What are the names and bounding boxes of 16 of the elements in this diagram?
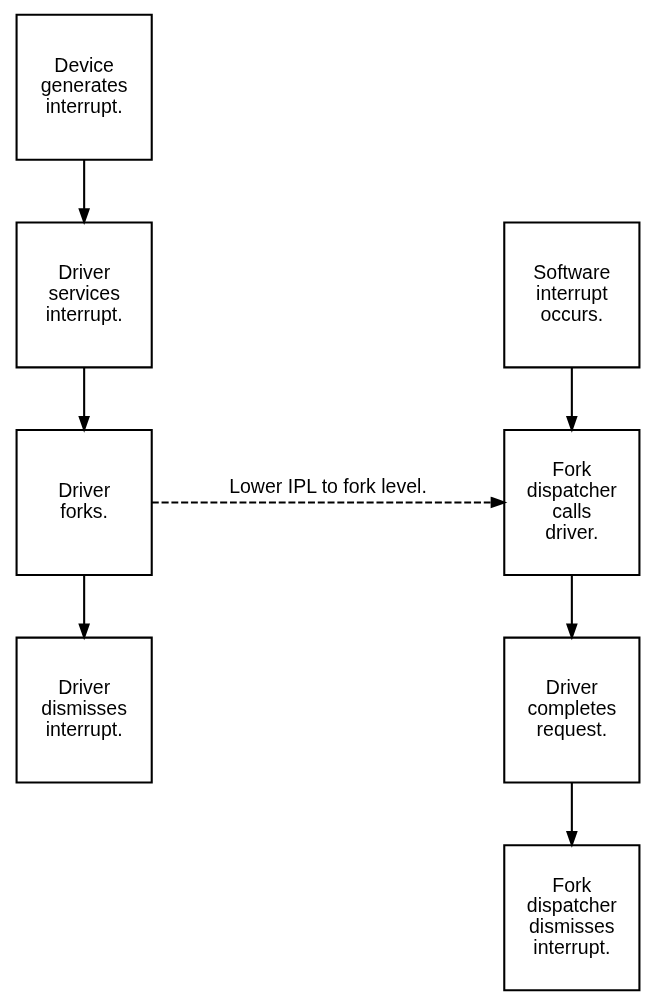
edge-label: Lower IPL to fork level. (229, 474, 427, 497)
node-box: Software interrupt occurs. (503, 220, 641, 368)
arrow (566, 574, 578, 640)
arrow (151, 496, 508, 508)
node-box: Driver completes request. (503, 636, 641, 784)
node-box: Driver services interrupt. (15, 220, 153, 368)
node-box: Driver forks. (15, 428, 153, 576)
arrow (78, 574, 90, 640)
arrow (566, 366, 578, 433)
node-box: Fork dispatcher dismisses interrupt. (503, 843, 641, 991)
node-box: Driver dismisses interrupt. (15, 636, 153, 784)
arrow (566, 782, 578, 848)
arrow (78, 366, 90, 433)
node-box: Fork dispatcher calls driver. (503, 428, 641, 576)
node-box: Device generates interrupt. (15, 13, 153, 161)
arrow (78, 159, 90, 225)
